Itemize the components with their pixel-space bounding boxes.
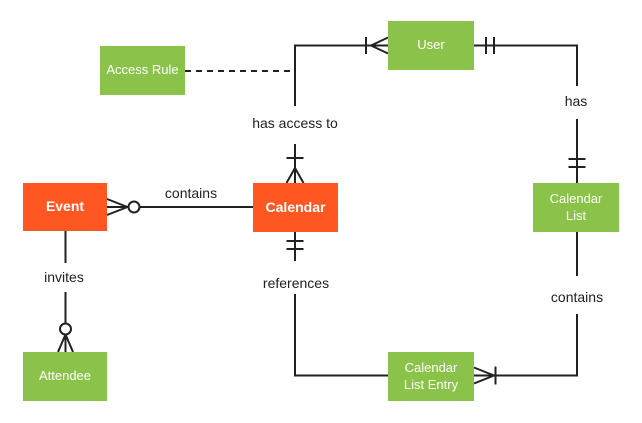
entity-calendar-list-entry-label: Calendar List Entry: [403, 360, 459, 392]
one-and-only-one-marker: [286, 240, 304, 250]
relationship-label-has: has: [564, 93, 588, 109]
entity-access-rule[interactable]: Access Rule: [100, 46, 185, 95]
connector-contains-event-calendar: [106, 198, 253, 216]
entity-event-label: Event: [45, 198, 85, 215]
one-and-only-one-marker: [568, 158, 586, 168]
many-marker: [57, 334, 74, 353]
many-marker: [285, 167, 305, 184]
entity-access-rule-label: Access Rule: [106, 62, 179, 78]
entity-calendar-list-label: Calendar List: [549, 191, 603, 223]
relationship-label-contains-list-entry: contains: [550, 289, 604, 305]
connector-has-access-to-user-calendar: [285, 36, 389, 184]
zero-marker: [127, 200, 141, 214]
entity-attendee-label: Attendee: [38, 368, 92, 384]
entity-calendar-list[interactable]: Calendar List: [533, 183, 619, 232]
connector-references-calendar-entry: [286, 232, 388, 377]
one-and-only-one-marker: [485, 37, 495, 54]
relationship-label-has-access-to: has access to: [252, 115, 338, 131]
many-marker: [473, 366, 495, 385]
relationship-label-invites: invites: [44, 269, 84, 285]
relationship-label-references: references: [262, 275, 330, 291]
entity-calendar-label: Calendar: [265, 198, 326, 215]
connector-contains-list-entry: [473, 232, 578, 385]
entity-user-label: User: [417, 37, 445, 53]
entity-event[interactable]: Event: [23, 183, 107, 231]
many-marker: [370, 36, 389, 55]
entity-attendee[interactable]: Attendee: [23, 352, 107, 401]
connector-has-user-calendar-list: [474, 37, 586, 183]
entity-user[interactable]: User: [388, 21, 474, 70]
relationship-label-contains-event-calendar: contains: [164, 185, 218, 201]
zero-marker: [59, 322, 72, 336]
connector-invites-event-attendee: [57, 231, 74, 353]
entity-calendar[interactable]: Calendar: [253, 183, 338, 232]
entity-calendar-list-entry[interactable]: Calendar List Entry: [388, 352, 474, 401]
